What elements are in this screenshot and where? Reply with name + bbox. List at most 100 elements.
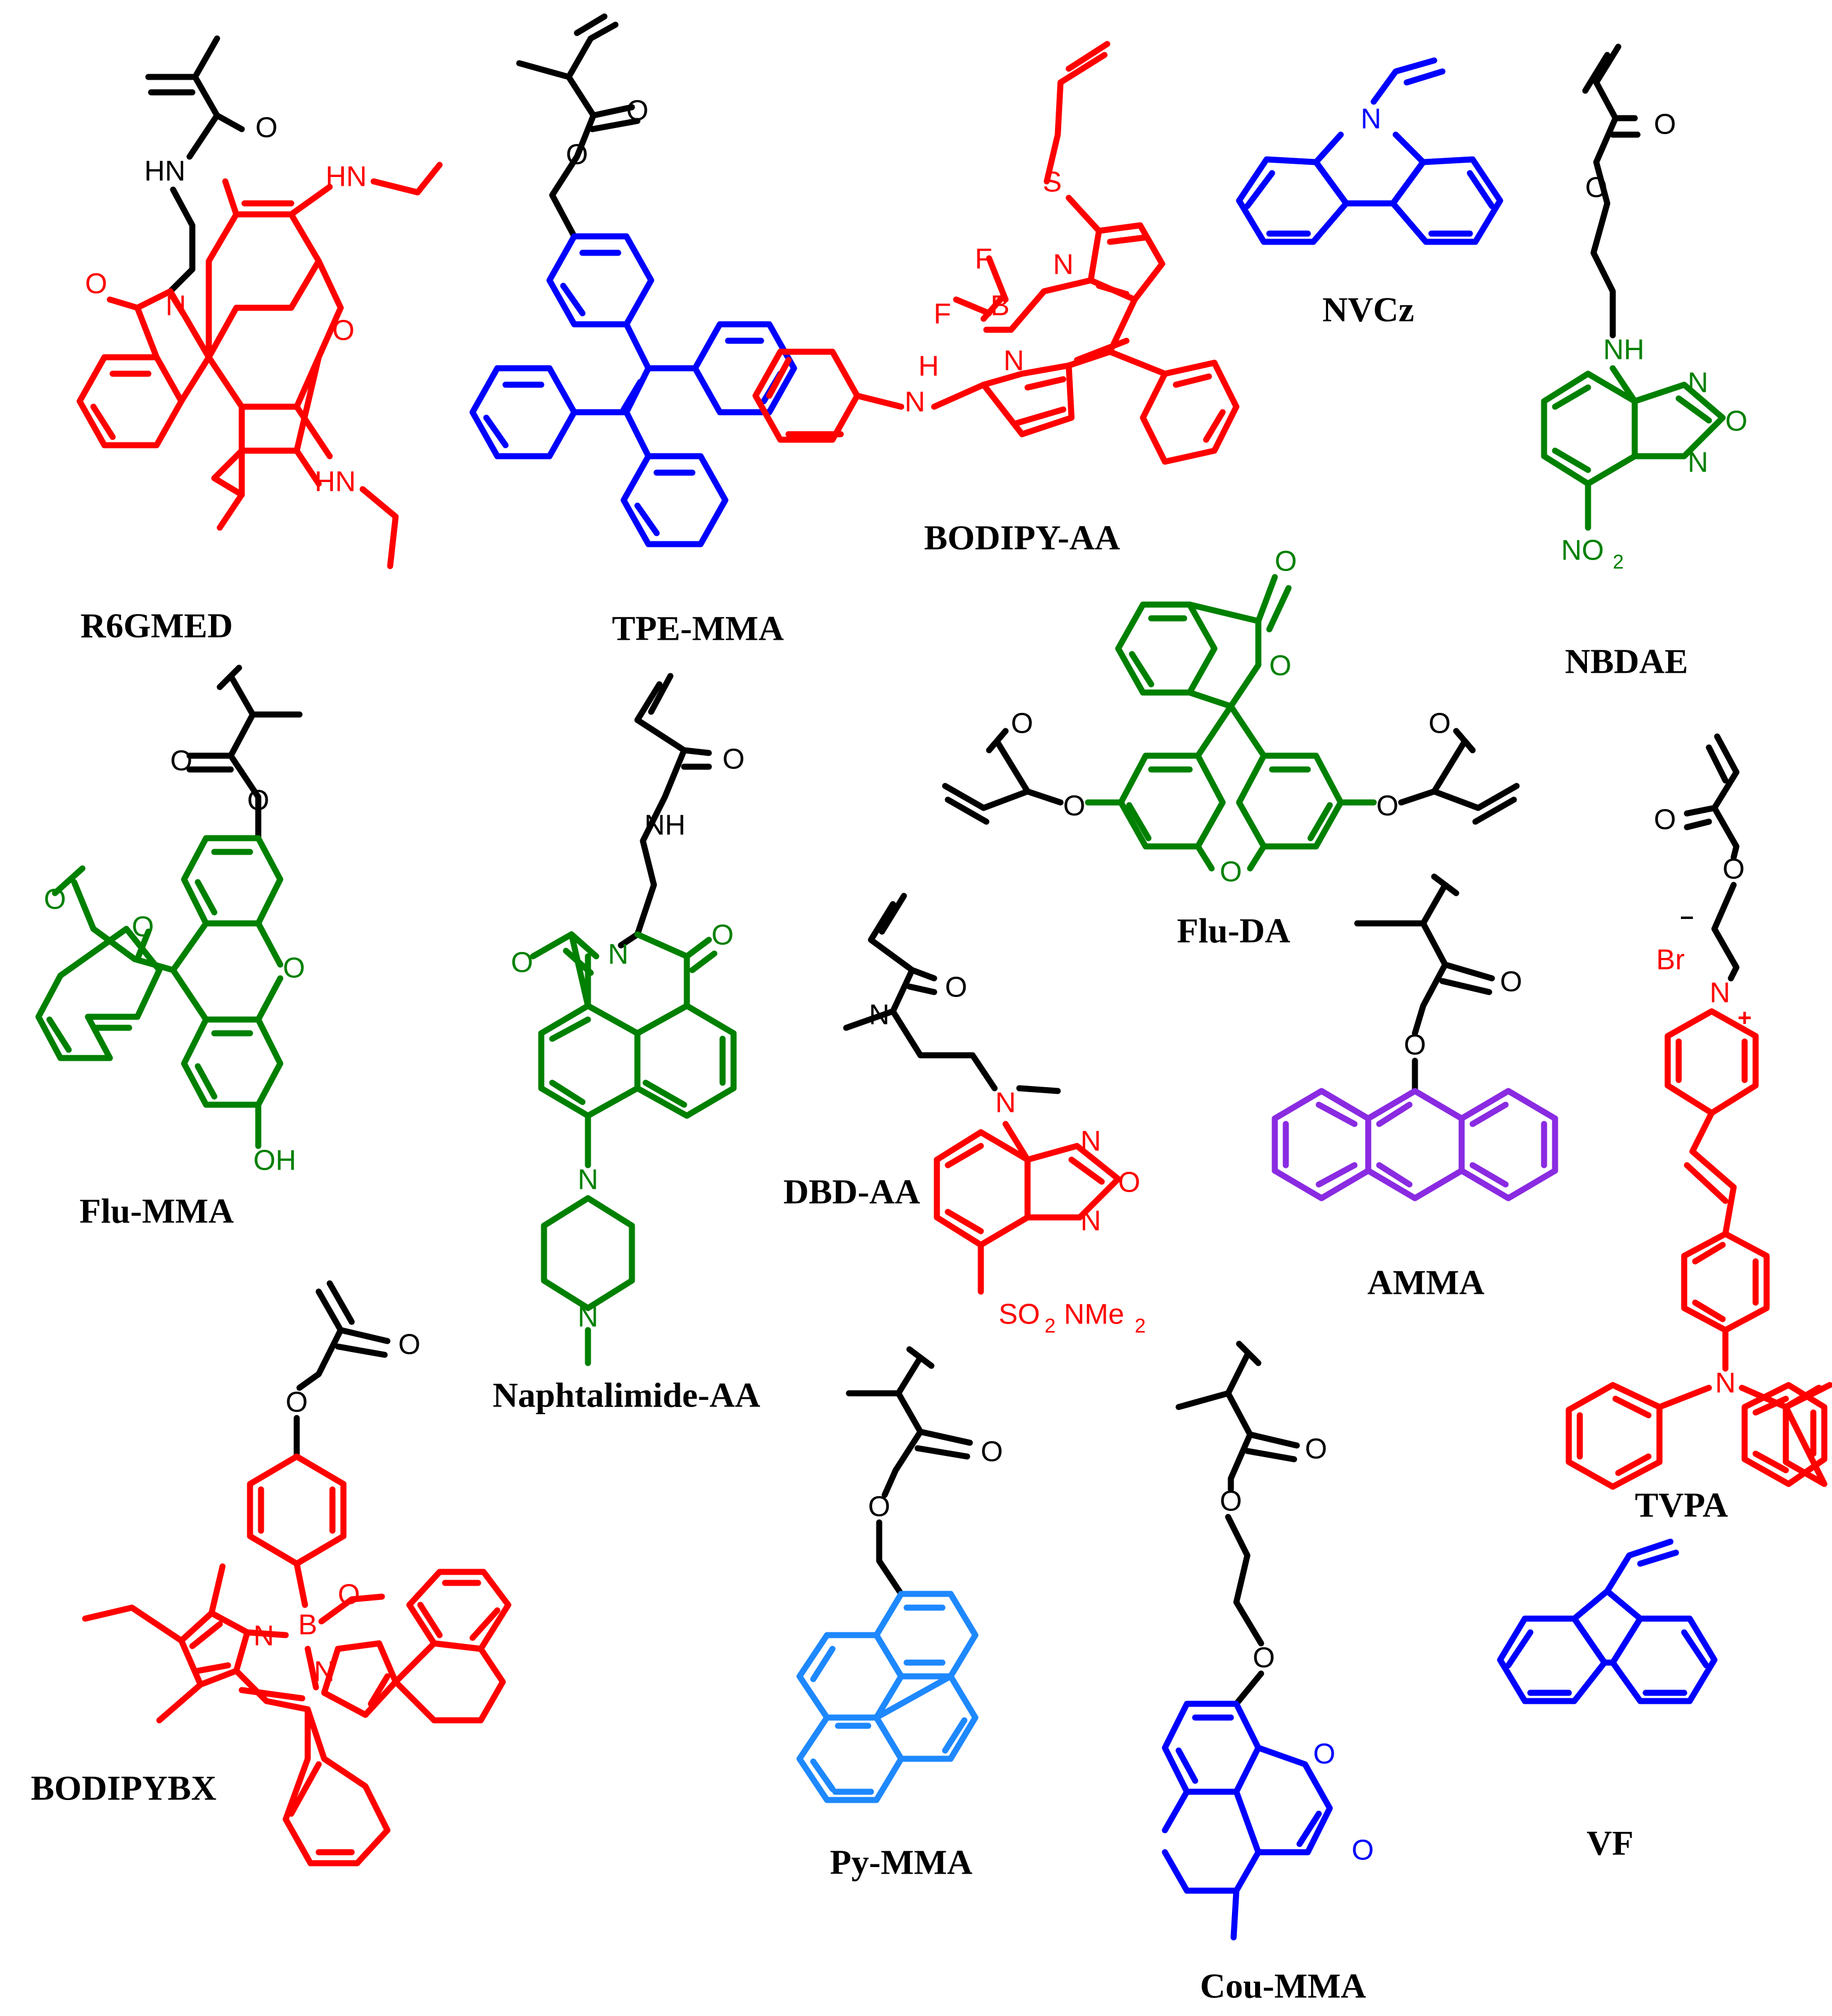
atom-label: O: [44, 884, 66, 916]
tvpa-atom-labels: O O Br – N + N: [1654, 804, 1752, 1399]
atom-label: O: [566, 139, 588, 171]
atom-label: O: [1220, 1486, 1242, 1517]
atom-label-subscript: 2: [1045, 1315, 1056, 1337]
atom-label: O: [332, 315, 354, 347]
molecule-name-flu-da: Flu-DA: [1177, 911, 1290, 950]
bodipy-aa-atom-labels: S N F F B N H N: [904, 167, 1074, 418]
molecule-name-r6gmed: R6GMED: [80, 606, 232, 645]
charge-minus: –: [1680, 903, 1694, 930]
molecule-naphtalimide-aa: O NH O N O N N Naphtalimide-AA: [492, 673, 760, 1415]
molecule-py-mma: O O Py-MMA: [796, 1346, 1003, 1882]
atom-label: B: [298, 1609, 318, 1641]
molecule-flu-mma: O O O O O OH Flu-MMA: [35, 664, 305, 1231]
molecule-bodipy-aa: S N F F B N H N BODIPY-AA: [752, 41, 1240, 557]
atom-label: O: [981, 1436, 1003, 1468]
nbdae-atom-labels: O O NH N O N NO 2: [1561, 109, 1747, 573]
molecule-flu-da: O O O O O O O Flu-DA: [942, 546, 1520, 950]
atom-label: O: [1220, 856, 1242, 888]
molecule-nbdae: O O NH N O N NO 2 NBDAE: [1541, 43, 1747, 681]
atom-label: NO: [1561, 535, 1604, 567]
atom-label: O: [712, 920, 734, 951]
atom-label: N: [1361, 103, 1381, 135]
molecule-amma: O O AMMA: [1272, 873, 1558, 1302]
atom-label: Br: [1656, 944, 1685, 976]
atom-label: N: [314, 1656, 335, 1688]
atom-label: O: [170, 745, 192, 777]
molecule-name-nbdae: NBDAE: [1565, 642, 1688, 681]
atom-label: O: [1654, 109, 1676, 141]
atom-label: O: [283, 952, 305, 984]
atom-label: H: [918, 351, 939, 383]
atom-label: N: [1053, 249, 1074, 281]
atom-label: N: [578, 1164, 598, 1196]
atom-label: O: [247, 785, 269, 817]
atom-label: O: [1585, 172, 1607, 204]
atom-label: O: [1654, 804, 1676, 836]
atom-label: O: [1500, 966, 1522, 998]
molecule-bodipybx: O O N B O N BODIPYBX: [31, 1280, 512, 1867]
atom-label: HN: [325, 161, 367, 193]
atom-label: S: [1043, 167, 1062, 198]
atom-label: F: [934, 298, 951, 330]
atom-label: N: [578, 1301, 598, 1333]
atom-label: N: [165, 290, 186, 322]
atom-label: N: [1715, 1367, 1736, 1399]
molecule-name-naphtalimide-aa: Naphtalimide-AA: [492, 1376, 760, 1415]
molecule-name-py-mma: Py-MMA: [830, 1843, 972, 1882]
atom-label: N: [253, 1620, 274, 1652]
molecule-tpe-mma: O O TPE-MMA: [469, 13, 797, 648]
atom-label: B: [991, 290, 1010, 322]
atom-label: O: [286, 1387, 308, 1419]
atom-label: O: [1063, 790, 1085, 822]
molecule-name-amma: AMMA: [1367, 1263, 1484, 1302]
atom-label: HN: [314, 466, 356, 498]
r6gmed-atom-labels: O HN O N HN O HN: [85, 112, 367, 498]
atom-label: O: [1429, 708, 1451, 740]
atom-label: N: [1080, 1205, 1101, 1237]
atom-label: SO: [998, 1299, 1040, 1331]
atom-label: O: [85, 268, 107, 300]
flu-mma-atom-labels: O O O O O OH: [44, 745, 305, 1177]
atom-label: N: [904, 386, 925, 418]
atom-label: O: [1725, 406, 1747, 437]
atom-label-subscript: 2: [1613, 551, 1624, 573]
molecule-name-nvcz: NVCz: [1322, 290, 1414, 329]
atom-label: O: [868, 1491, 890, 1523]
molecule-cou-mma: O O O O O Cou-MMA: [1162, 1341, 1374, 2006]
molecule-name-bodipybx: BODIPYBX: [31, 1769, 216, 1808]
atom-label: O: [945, 972, 967, 1004]
molecule-r6gmed: O HN O N HN O HN R6GMED: [76, 35, 443, 645]
molecule-name-vf: VF: [1586, 1824, 1633, 1863]
naphtalimide-atom-labels: O NH O N O N N: [511, 744, 745, 1333]
bodipybx-atom-labels: O O N B O N: [253, 1329, 420, 1688]
atom-label: O: [1269, 650, 1291, 682]
molecule-name-bodipy-aa: BODIPY-AA: [924, 518, 1120, 557]
molecule-name-flu-mma: Flu-MMA: [80, 1192, 234, 1231]
molecule-name-tvpa: TVPA: [1635, 1486, 1728, 1525]
dbd-aa-atom-labels: O N N N O N SO 2 NMe 2: [869, 972, 1146, 1337]
atom-label: HN: [144, 156, 185, 187]
atom-label: N: [869, 999, 890, 1031]
atom-label: OH: [253, 1145, 296, 1177]
amma-atom-labels: O O: [1404, 966, 1522, 1061]
atom-label: O: [511, 947, 533, 979]
atom-label: N: [1080, 1126, 1101, 1157]
atom-label: F: [975, 243, 992, 275]
cou-mma-atom-labels: O O O O O: [1220, 1433, 1374, 1867]
atom-label: N: [608, 939, 629, 971]
atom-label: O: [1723, 854, 1745, 885]
atom-label: NH: [644, 810, 685, 841]
atom-label: O: [723, 744, 745, 776]
atom-label: O: [256, 112, 277, 144]
atom-label: N: [1687, 447, 1708, 479]
atom-label: N: [1687, 367, 1708, 399]
atom-label: O: [1118, 1167, 1140, 1199]
atom-label: N: [995, 1087, 1016, 1119]
tpe-atom-labels: O O: [566, 95, 648, 171]
molecule-tvpa: O O Br – N + N TVPA: [1565, 733, 1832, 1525]
atom-label: O: [1253, 1642, 1275, 1674]
atom-label: O: [1404, 1029, 1426, 1061]
atom-label: O: [1352, 1835, 1374, 1867]
charge-plus: +: [1737, 1005, 1752, 1032]
atom-label: O: [1275, 546, 1297, 578]
